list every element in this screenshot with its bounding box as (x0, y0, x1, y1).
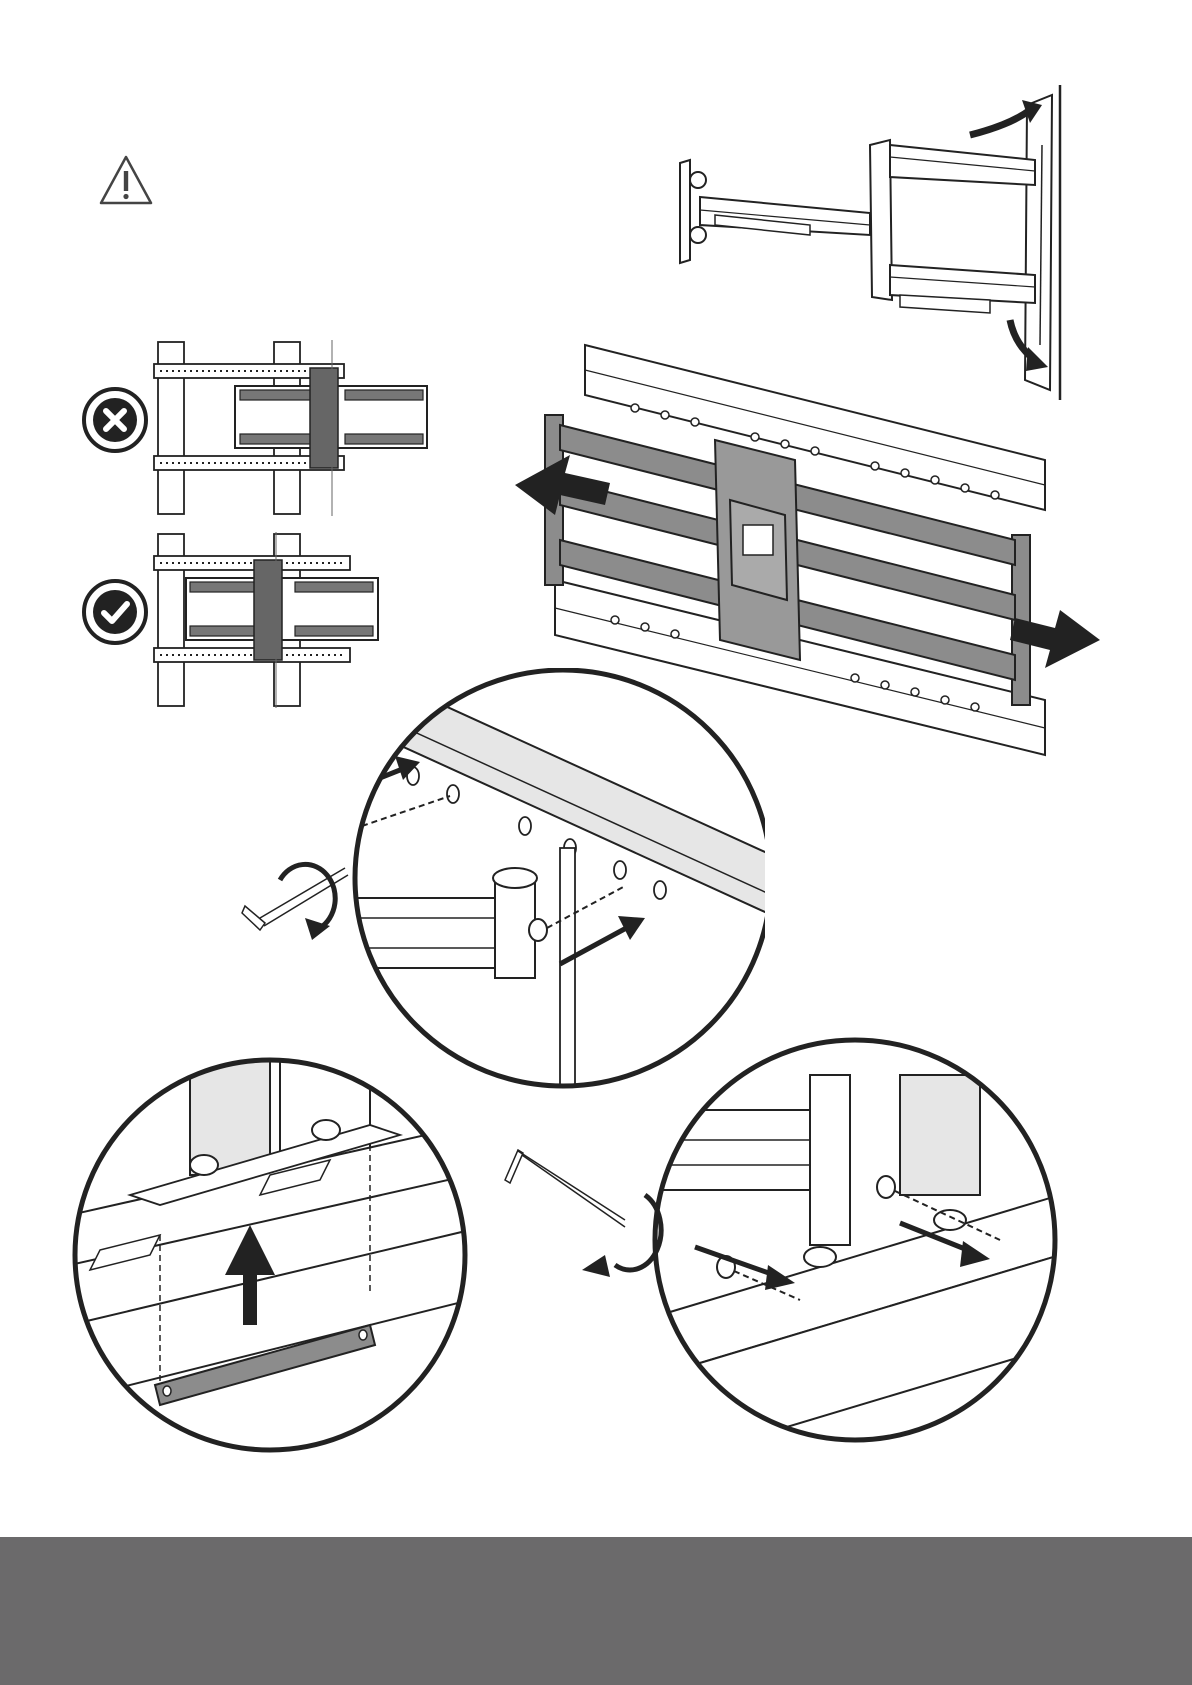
zoom-lower-bracket (70, 1055, 470, 1455)
footer-band (0, 1537, 1192, 1685)
warning-triangle-icon (98, 154, 154, 206)
cross-circle-icon (80, 385, 150, 455)
incorrect-centering-example (150, 338, 430, 518)
zoom-lower-screws (500, 1015, 1120, 1465)
check-circle-icon (80, 577, 150, 647)
